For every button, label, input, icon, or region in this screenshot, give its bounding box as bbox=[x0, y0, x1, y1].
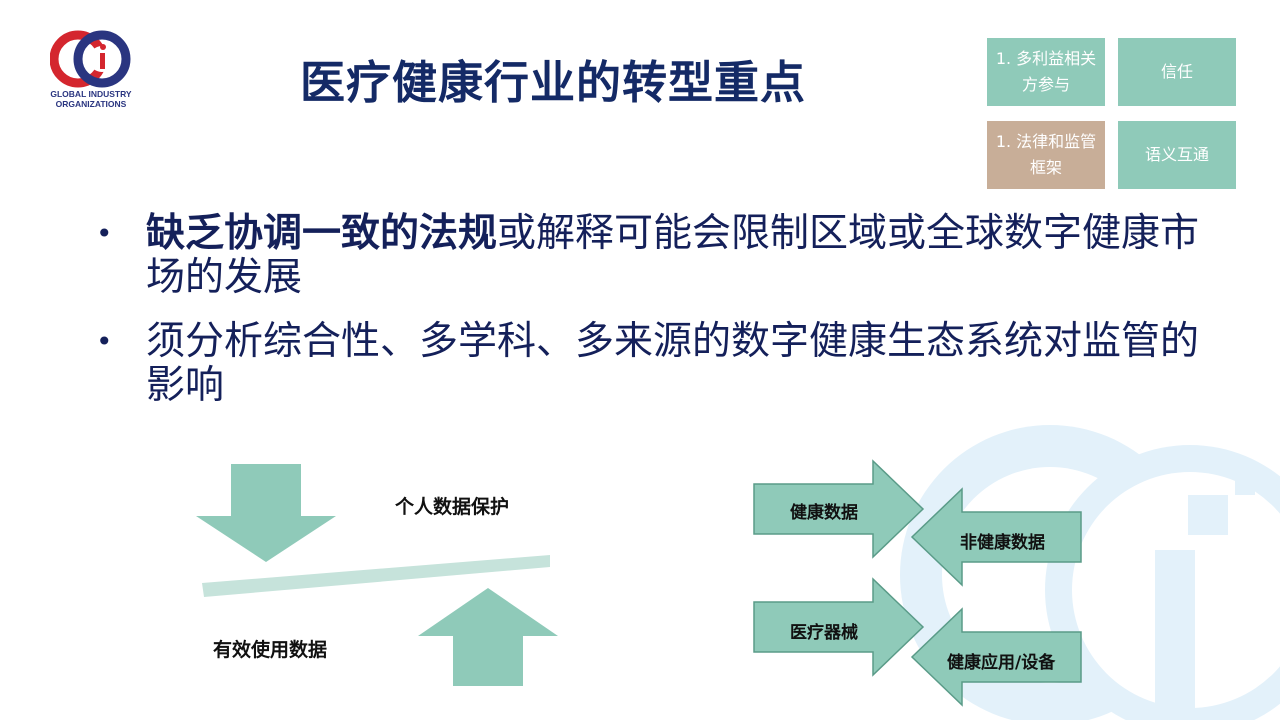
arrow-label-health-apps: 健康应用/设备 bbox=[947, 653, 1056, 673]
balance-top-label: 个人数据保护 bbox=[395, 496, 510, 518]
balance-bottom-label: 有效使用数据 bbox=[213, 639, 328, 661]
bullet-dot-icon: • bbox=[96, 217, 113, 250]
tile-line: 语义互通 bbox=[1144, 145, 1209, 164]
bullet-text: 须分析综合性、多学科、多来源的数字健康生态系统对监管的影响 bbox=[146, 319, 1200, 408]
bullet-dot-icon: • bbox=[96, 325, 113, 358]
tile-legal-framework: 1. 法律和监管框架 bbox=[987, 121, 1105, 189]
logo-text-line2: ORGANIZATIONS bbox=[55, 99, 127, 109]
left-arrow-icon bbox=[910, 487, 1082, 587]
tile-line: 信任 bbox=[1160, 62, 1193, 81]
page-title: 医疗健康行业的转型重点 bbox=[300, 56, 807, 109]
arrow-label-health-data: 健康数据 bbox=[790, 503, 858, 523]
arrow-label-non-health-data: 非健康数据 bbox=[960, 533, 1045, 553]
down-arrow-icon bbox=[196, 464, 336, 562]
tile-line: 1. 多利益相关 bbox=[995, 49, 1097, 68]
tile-semantic-interop: 语义互通 bbox=[1118, 121, 1236, 189]
logo-text: GLOBAL INDUSTRY ORGANIZATIONS bbox=[46, 89, 136, 109]
tile-line: 框架 bbox=[1029, 158, 1062, 177]
right-arrow-icon bbox=[753, 459, 925, 559]
tile-trust: 信任 bbox=[1118, 38, 1236, 106]
tile-line: 1. 法律和监管 bbox=[995, 132, 1097, 151]
bullet-text: 或解释可能会限制区域或全球数字健康市场的发展 bbox=[146, 211, 1200, 300]
bullet-item: • 须分析综合性、多学科、多来源的数字健康生态系统对监管的影响 bbox=[96, 320, 1226, 408]
bullet-list: • 缺乏协调一致的法规或解释可能会限制区域或全球数字健康市场的发展 • 须分析综… bbox=[96, 212, 1226, 428]
arrow-label-medical-devices: 医疗器械 bbox=[790, 623, 858, 643]
tile-stakeholders: 1. 多利益相关方参与 bbox=[987, 38, 1105, 106]
right-arrow-icon bbox=[753, 577, 925, 677]
gio-logo-icon bbox=[50, 30, 131, 88]
up-arrow-icon bbox=[418, 588, 558, 686]
tile-line: 方参与 bbox=[1021, 75, 1070, 94]
left-arrow-icon bbox=[910, 607, 1082, 707]
bullet-item: • 缺乏协调一致的法规或解释可能会限制区域或全球数字健康市场的发展 bbox=[96, 212, 1226, 300]
balance-beam bbox=[202, 555, 550, 597]
logo-text-line1: GLOBAL INDUSTRY bbox=[50, 89, 132, 99]
bullet-bold-text: 缺乏协调一致的法规 bbox=[146, 211, 498, 256]
